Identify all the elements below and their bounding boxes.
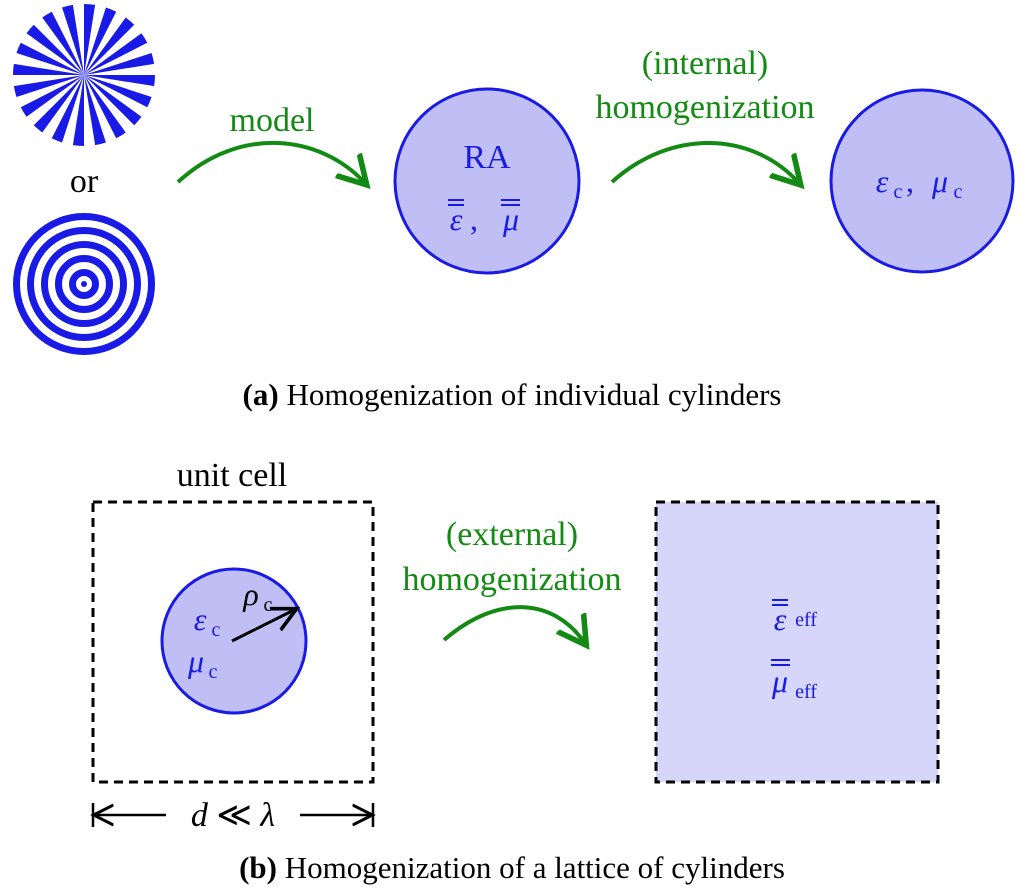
cell-mu-sub: c <box>209 661 218 683</box>
ring <box>69 269 99 299</box>
concentric-rings-icon <box>13 213 155 355</box>
caption-a: (a) Homogenization of individual cylinde… <box>243 377 782 412</box>
internal-homogenization-arrow <box>610 141 798 182</box>
cell-rho-sub: c <box>264 594 273 616</box>
dimension-line: d ≪ λ <box>93 797 373 834</box>
ring <box>55 255 113 313</box>
radial-stripe <box>84 17 135 76</box>
radial-stripe <box>62 4 84 75</box>
radial-stripe <box>72 75 84 146</box>
effective-parameters: ε eff μ eff <box>771 599 817 703</box>
external-homogenization-arrow <box>442 605 584 642</box>
homogenization-label-b: homogenization <box>402 561 621 598</box>
model-label: model <box>230 102 315 139</box>
cyl-mu-sub: c <box>954 181 963 203</box>
cylinder-parameters: ε c , μ c <box>876 163 963 203</box>
internal-label: (internal) <box>642 45 769 82</box>
cell-parameters: ε c μ c ρ c <box>187 576 273 683</box>
model-arrow <box>176 141 364 182</box>
radial-stripe <box>20 75 84 117</box>
caption-b-text: Homogenization of a lattice of cylinders <box>277 850 785 885</box>
radial-stripe <box>84 75 155 87</box>
dimension-rel: ≪ <box>208 797 261 834</box>
radial-stripe <box>33 75 84 133</box>
radial-stripe <box>84 75 142 126</box>
caption-a-letter: (a) <box>243 377 279 412</box>
caption-b-letter: (b) <box>239 850 277 885</box>
ra-circle <box>393 87 581 275</box>
ra-eps: ε <box>450 201 463 237</box>
unit-cell-label: unit cell <box>177 457 287 494</box>
ring <box>27 227 141 341</box>
radial-stripe <box>51 75 84 143</box>
cyl-eps: ε <box>876 163 889 199</box>
eff-eps: ε <box>774 601 787 637</box>
eff-eps-sub: eff <box>795 609 817 631</box>
cyl-mu: μ <box>931 163 948 199</box>
radius-arrow <box>231 610 294 643</box>
radial-stripe <box>26 24 85 75</box>
unit-cell-box <box>91 500 375 784</box>
radial-stripe <box>84 75 152 108</box>
cell-eps: ε <box>194 601 207 637</box>
radial-stripe <box>84 33 148 75</box>
radial-stripe <box>42 11 84 75</box>
radial-stripe <box>84 4 96 75</box>
or-label: or <box>70 163 99 200</box>
radial-stripes-icon <box>13 4 155 146</box>
dimension-lambda: λ <box>259 797 275 834</box>
ring-center <box>81 281 87 287</box>
cyl-eps-sub: c <box>894 181 903 203</box>
homogenization-label-a: homogenization <box>595 89 814 126</box>
ra-mu: μ <box>502 201 519 237</box>
radial-stripe <box>13 63 84 75</box>
eff-mu-sub: eff <box>795 681 817 703</box>
caption-a-text: Homogenization of individual cylinders <box>279 377 782 412</box>
cell-mu: μ <box>187 643 204 679</box>
ring <box>41 241 127 327</box>
ra-comma: , <box>470 201 478 237</box>
radial-stripe <box>84 75 106 146</box>
dimension-d: d <box>191 797 209 834</box>
caption-b: (b) Homogenization of a lattice of cylin… <box>239 850 785 885</box>
radial-stripe <box>84 53 155 75</box>
external-label: (external) <box>446 516 578 553</box>
dimension-label: d ≪ λ <box>191 797 275 834</box>
ra-parameters: ε , μ <box>448 199 520 237</box>
ring <box>13 213 155 355</box>
radial-stripe <box>13 75 84 97</box>
cyl-comma: , <box>906 163 914 199</box>
ra-label: RA <box>463 139 511 176</box>
radial-stripe <box>84 7 117 75</box>
eff-mu: μ <box>771 663 788 699</box>
radial-stripe <box>16 42 84 75</box>
radial-stripe <box>84 75 126 139</box>
homogenized-cylinder <box>829 88 1015 274</box>
cell-rho: ρ <box>242 576 258 612</box>
cell-eps-sub: c <box>212 619 221 641</box>
effective-medium-box <box>654 500 940 784</box>
